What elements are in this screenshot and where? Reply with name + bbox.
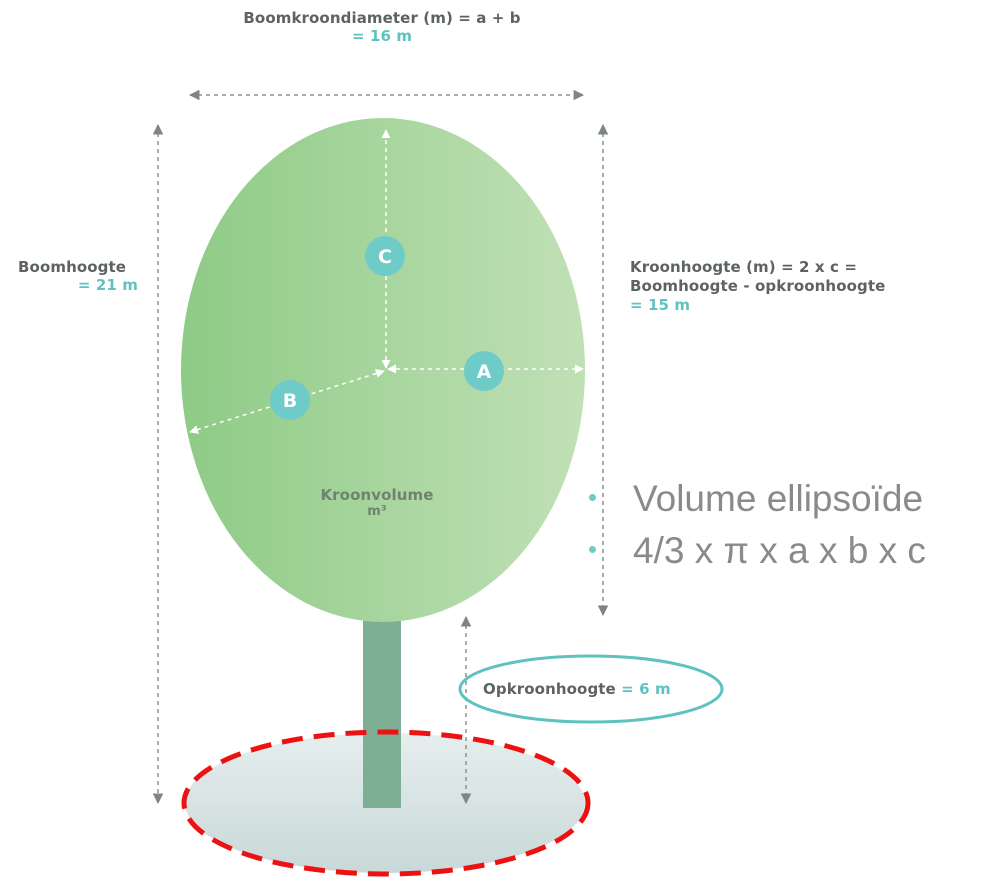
tree-height-label: Boomhoogte = 21 m [18, 258, 138, 294]
volume-formula-line2: 4/3 x π x a x b x c [633, 530, 926, 571]
axis-b-label: B [283, 390, 297, 412]
clearance-text: Opkroonhoogte [483, 680, 616, 698]
diameter-value: = 16 m [351, 27, 413, 45]
crown-height-label: Kroonhoogte (m) = 2 x c = Boomhoogte - o… [630, 258, 885, 315]
axis-b-line [189, 369, 385, 434]
volume-formula-line1: Volume ellipsoïde [633, 478, 924, 519]
axis-b-badge: B [270, 380, 310, 420]
tree-trunk [363, 618, 401, 808]
crown-volume-label: Kroonvolume m³ [292, 486, 462, 519]
crown-height-formula: Kroonhoogte (m) = 2 x c = [630, 258, 857, 276]
tree-height-text: Boomhoogte [18, 258, 127, 276]
axis-a-label: A [477, 361, 492, 383]
axis-c-badge: C [365, 236, 405, 276]
axis-c-label: C [378, 246, 392, 268]
axis-a-badge: A [464, 351, 504, 391]
diameter-label: Boomkroondiameter (m) = a + b = 16 m [232, 9, 532, 45]
bullet-dot-2 [589, 546, 596, 553]
crown-height-value: = 15 m [630, 296, 691, 314]
tree-height-value: = 21 m [77, 276, 138, 294]
diameter-formula: Boomkroondiameter (m) = a + b [243, 9, 521, 27]
clearance-label: Opkroonhoogte = 6 m [483, 680, 671, 698]
crown-height-formula-2: Boomhoogte - opkroonhoogte [630, 277, 886, 295]
crown-volume-unit: m³ [367, 504, 387, 519]
bullet-dot-1 [589, 494, 596, 501]
tree-crown [181, 118, 585, 622]
clearance-value: = 6 m [621, 680, 671, 698]
ground-highlight-ellipse [181, 729, 591, 877]
clearance-highlight-oval [458, 654, 724, 724]
crown-volume-text: Kroonvolume [320, 486, 434, 504]
